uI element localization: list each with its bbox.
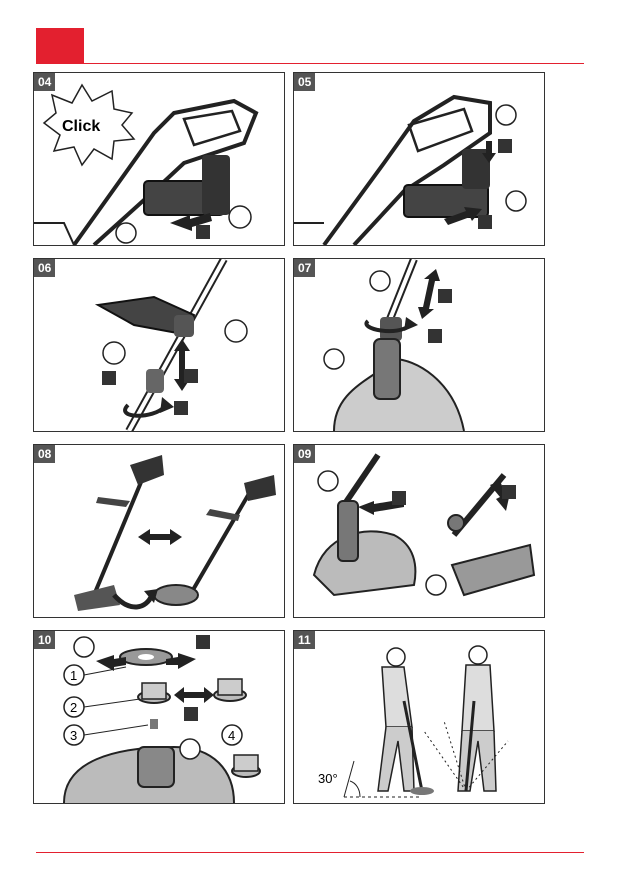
- illustration-spool-replace: 1 2 3 4: [34, 631, 284, 803]
- illustration-shaft-adjust: [34, 259, 284, 431]
- figure-panel-06: 06: [33, 258, 285, 432]
- illustration-guard-fit: [294, 445, 544, 617]
- footer-rule: [36, 852, 584, 853]
- brand-block: [36, 28, 84, 64]
- figure-panel-05: 05: [293, 72, 545, 246]
- panel-number: 05: [294, 73, 315, 91]
- angle-label: 30°: [318, 771, 338, 786]
- panel-number: 10: [34, 631, 55, 649]
- header-rule: [36, 63, 584, 64]
- illustration-head-angle: [294, 259, 544, 431]
- slide-arrow: [418, 269, 440, 319]
- part-label-3: 3: [70, 728, 77, 743]
- figure-panel-10: 1 2 3 4 10: [33, 630, 285, 804]
- panel-number: 06: [34, 259, 55, 277]
- illustration-battery-insert: Click: [34, 73, 284, 245]
- switch-arrow: [138, 529, 182, 545]
- panel-number: 07: [294, 259, 315, 277]
- part-label-2: 2: [70, 700, 77, 715]
- illustration-operating-posture: 30°: [294, 631, 544, 803]
- panel-number: 11: [294, 631, 315, 649]
- illustration-battery-remove: [294, 73, 544, 245]
- illustration-mode-switch: [34, 445, 284, 617]
- swap-arrow: [174, 687, 214, 703]
- panel-number: 09: [294, 445, 315, 463]
- part-label-4: 4: [228, 728, 235, 743]
- panel-number: 08: [34, 445, 55, 463]
- figure-panel-09: 09: [293, 444, 545, 618]
- part-label-1: 1: [70, 668, 77, 683]
- figure-panel-08: 08: [33, 444, 285, 618]
- panel-number: 04: [34, 73, 55, 91]
- figure-panel-07: 07: [293, 258, 545, 432]
- click-callout: Click: [62, 118, 100, 135]
- figure-panel-04: Click 04: [33, 72, 285, 246]
- figure-panel-11: 30° 11: [293, 630, 545, 804]
